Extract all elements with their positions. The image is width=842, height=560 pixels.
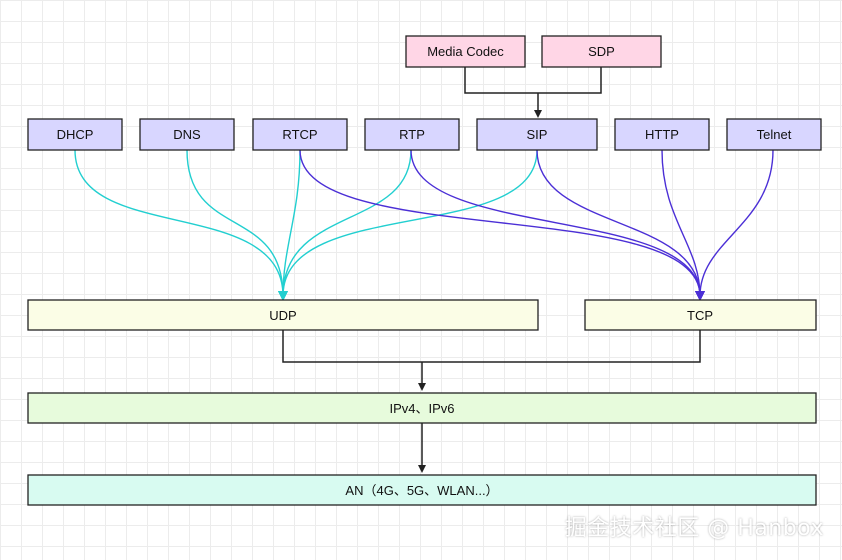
udp-label: UDP bbox=[269, 308, 296, 323]
curve-dns-udp bbox=[186, 149, 288, 301]
curve-rtp-udp bbox=[278, 149, 412, 301]
curve-sip-udp bbox=[278, 149, 538, 301]
sip-box[interactable]: SIP bbox=[476, 118, 598, 151]
connector-transport-to-ip bbox=[282, 330, 701, 391]
telnet-label: Telnet bbox=[757, 127, 792, 142]
sip-label: SIP bbox=[527, 127, 548, 142]
tcp-box[interactable]: TCP bbox=[584, 299, 817, 331]
curve-http-tcp bbox=[661, 149, 705, 301]
dns-label: DNS bbox=[173, 127, 201, 142]
sdp-label: SDP bbox=[588, 44, 615, 59]
curves-to-udp bbox=[74, 149, 538, 301]
curve-rtcp-tcp bbox=[299, 149, 705, 301]
an-label: AN（4G、5G、WLAN...） bbox=[345, 483, 498, 498]
ip-label: IPv4、IPv6 bbox=[389, 401, 454, 416]
udp-box[interactable]: UDP bbox=[27, 299, 539, 331]
rtp-label: RTP bbox=[399, 127, 425, 142]
curve-rtp-tcp bbox=[410, 149, 705, 301]
curve-dhcp-udp bbox=[74, 149, 288, 301]
dns-box[interactable]: DNS bbox=[139, 118, 235, 151]
curve-sip-tcp bbox=[536, 149, 705, 301]
curve-rtcp-udp bbox=[278, 149, 301, 301]
connector-media-sdp-to-sip bbox=[464, 67, 602, 118]
http-label: HTTP bbox=[645, 127, 679, 142]
curves-to-tcp bbox=[299, 149, 774, 301]
media-codec-box[interactable]: Media Codec bbox=[405, 35, 526, 68]
sdp-box[interactable]: SDP bbox=[541, 35, 662, 68]
curve-telnet-tcp bbox=[695, 149, 774, 301]
watermark: 掘金技术社区 @ Hanbox bbox=[564, 516, 824, 541]
dhcp-label: DHCP bbox=[57, 127, 94, 142]
rtcp-label: RTCP bbox=[282, 127, 317, 142]
media-codec-label: Media Codec bbox=[427, 44, 504, 59]
telnet-box[interactable]: Telnet bbox=[726, 118, 822, 151]
rtcp-box[interactable]: RTCP bbox=[252, 118, 348, 151]
http-box[interactable]: HTTP bbox=[614, 118, 710, 151]
dhcp-box[interactable]: DHCP bbox=[27, 118, 123, 151]
tcp-label: TCP bbox=[687, 308, 713, 323]
rtp-box[interactable]: RTP bbox=[364, 118, 460, 151]
ip-box[interactable]: IPv4、IPv6 bbox=[27, 392, 817, 424]
an-box[interactable]: AN（4G、5G、WLAN...） bbox=[27, 474, 817, 506]
